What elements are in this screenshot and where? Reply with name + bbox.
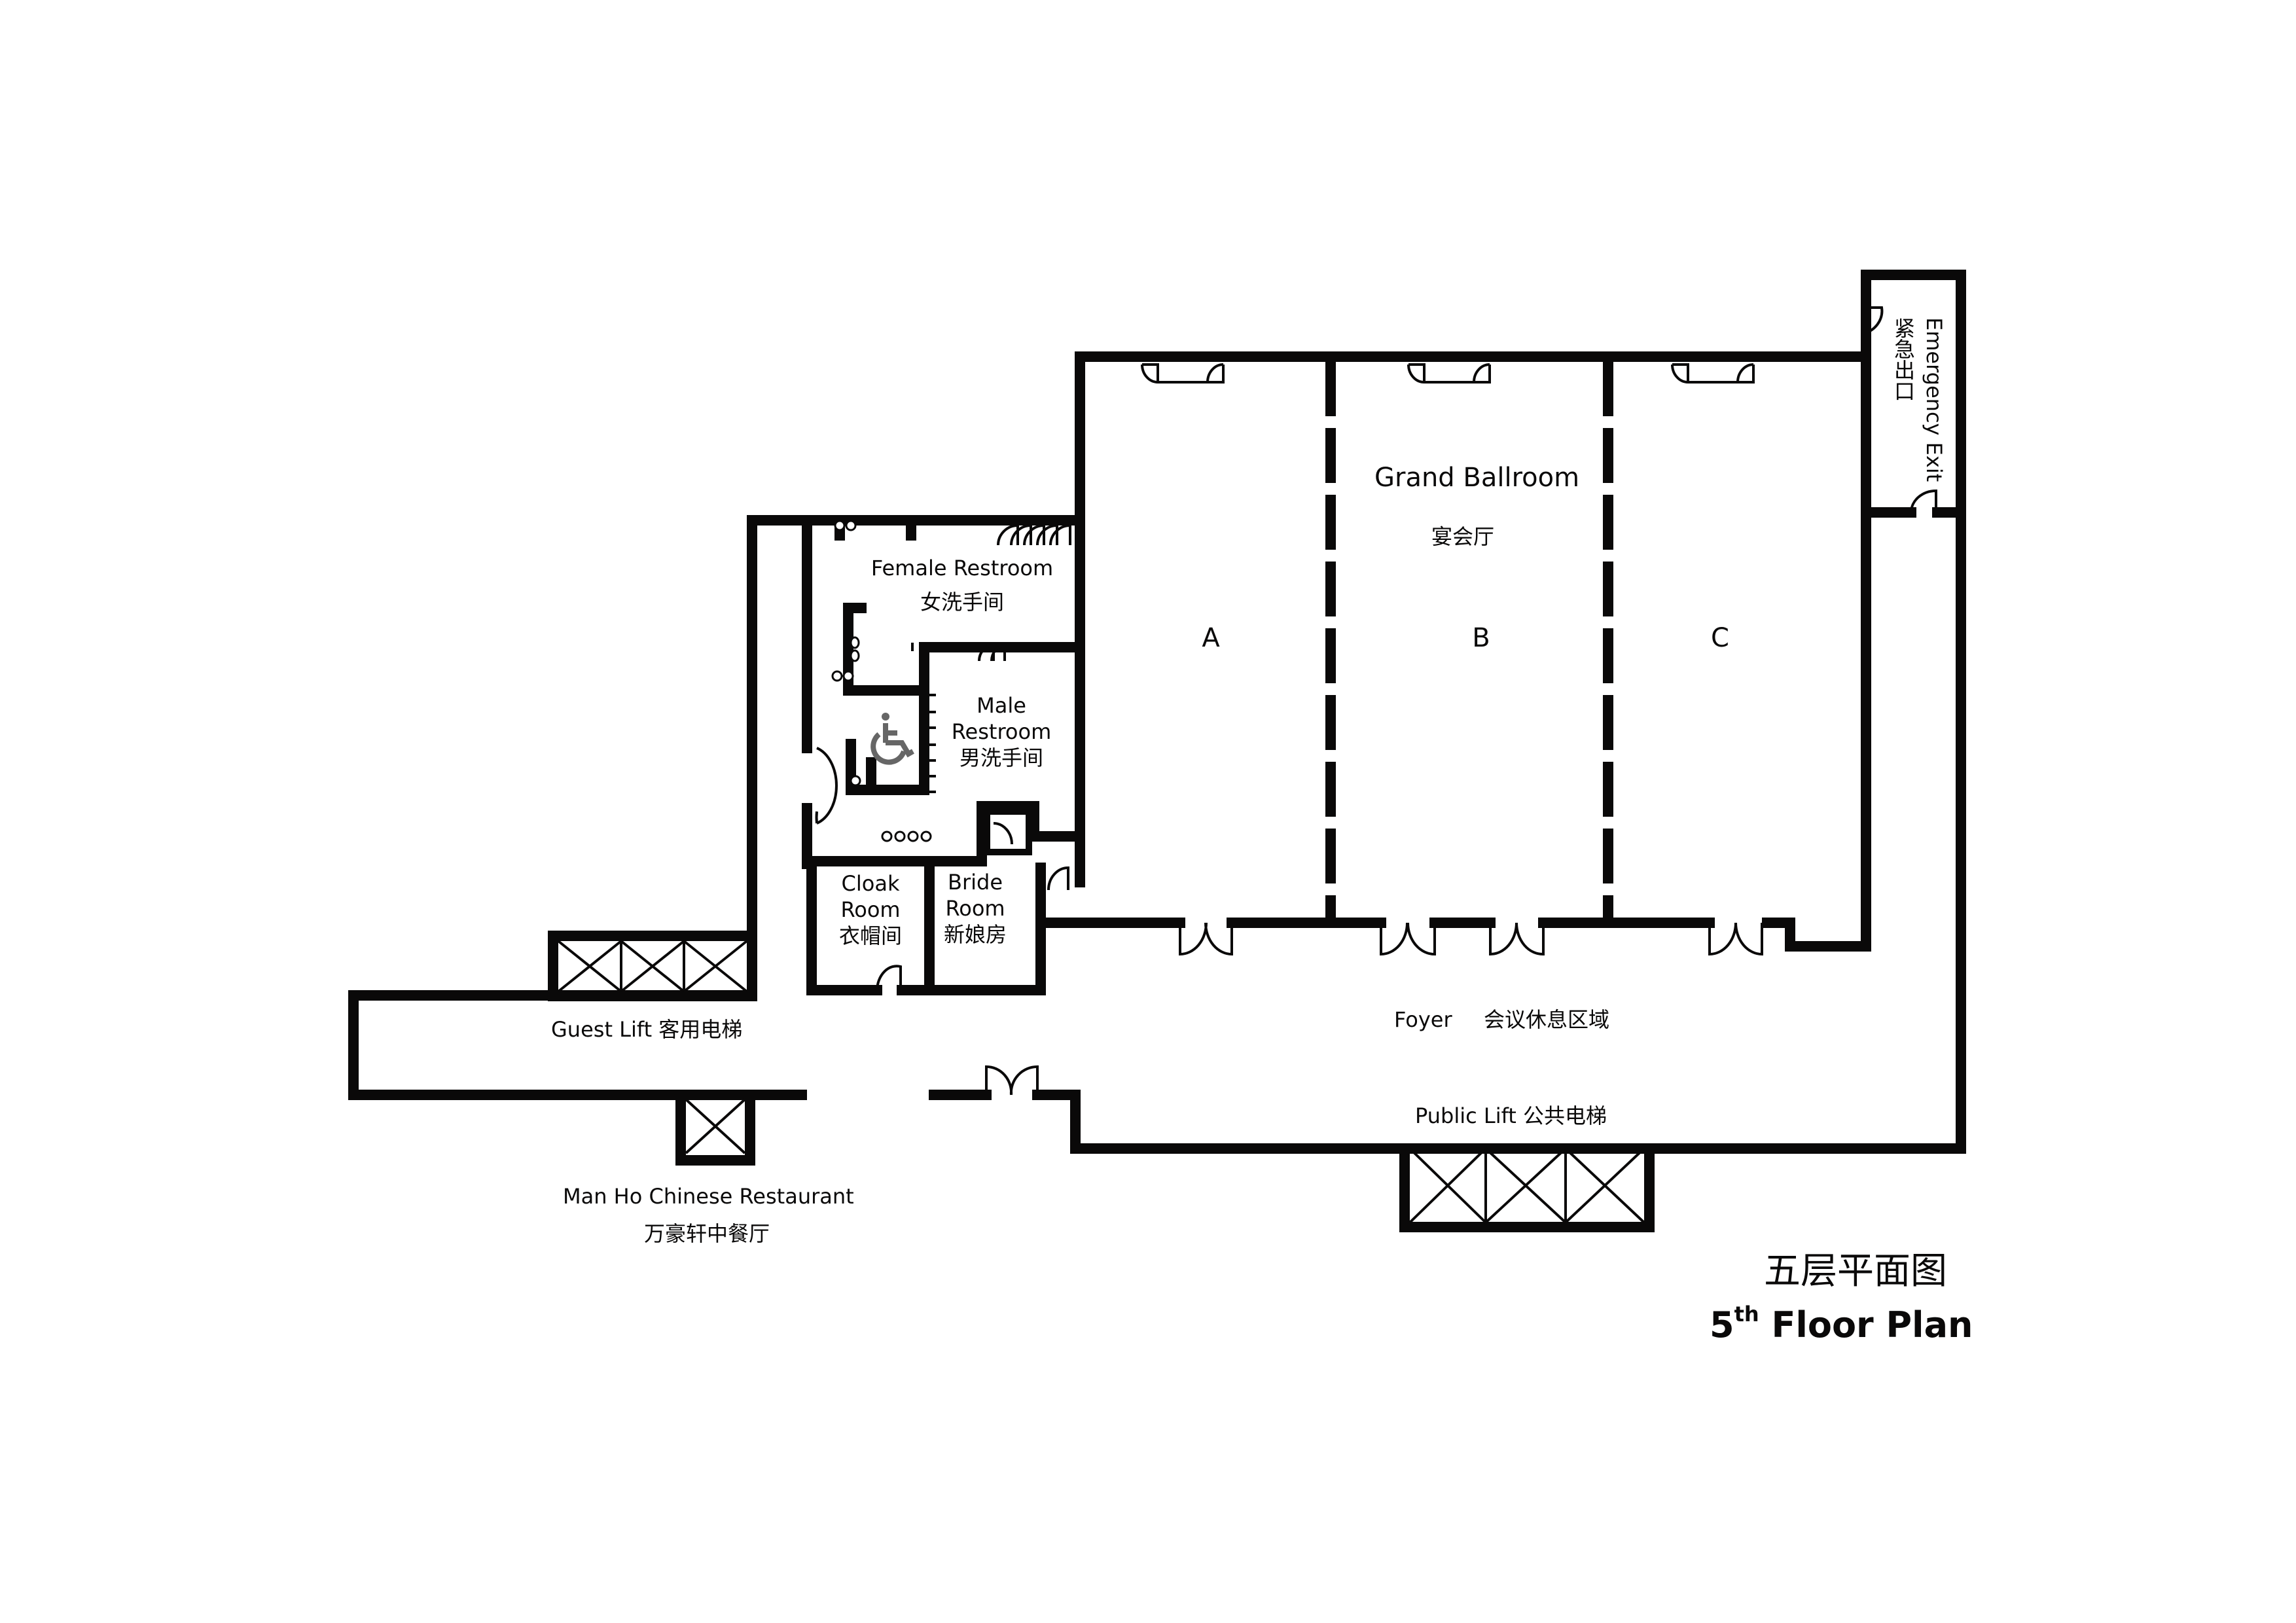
door-swing-icon bbox=[1708, 922, 1763, 956]
cloak-room-label-zh: 衣帽间 bbox=[838, 923, 902, 948]
emergency-exit-label-zh: 紧急出口 bbox=[1891, 317, 1916, 401]
ballroom-foyer-doors bbox=[1179, 922, 1763, 956]
elevator-cross-icon bbox=[557, 940, 622, 993]
guest-lift-label-en: Guest Lift bbox=[551, 1017, 653, 1042]
elevator-cross-icon bbox=[1564, 1147, 1645, 1224]
male-restroom-label-zh: 男洗手间 bbox=[959, 745, 1043, 770]
door-swing-icon bbox=[1868, 306, 1884, 333]
page-title-zh: 五层平面图 bbox=[1764, 1250, 1947, 1293]
male-restroom-label-line2: Restroom bbox=[951, 719, 1052, 744]
door-swing-icon bbox=[1179, 922, 1233, 956]
page-title: 5th Floor Plan bbox=[1710, 1301, 1973, 1347]
elevator-cross-icon bbox=[1408, 1147, 1487, 1224]
page-title-number: 5 bbox=[1710, 1304, 1734, 1346]
page-title-rest: Floor Plan bbox=[1759, 1304, 1973, 1346]
door-swing-icon bbox=[816, 747, 838, 825]
guest-lift-label-zh: 客用电梯 bbox=[658, 1017, 743, 1042]
bride-room-label-line2: Room bbox=[945, 896, 1005, 921]
foyer-label-zh: 会议休息区域 bbox=[1483, 1007, 1609, 1032]
cloak-room-label-line1: Cloak bbox=[841, 871, 900, 896]
section-c-label: C bbox=[1711, 623, 1729, 653]
guest-lift bbox=[557, 940, 748, 993]
male-restroom-label-line1: Male bbox=[977, 693, 1026, 718]
female-restroom-label: Female Restroom bbox=[870, 556, 1054, 580]
restroom-fixtures bbox=[815, 520, 1071, 991]
ballroom-partitions bbox=[1325, 361, 1613, 918]
foyer-label: Foyer 会议休息区域 bbox=[1394, 1007, 1609, 1033]
bride-room-label: Bride Room 新娘房 bbox=[929, 869, 1021, 948]
elevator-cross-icon bbox=[1484, 1147, 1567, 1224]
guest-corridor-walls bbox=[348, 931, 807, 1166]
door-swing-icon bbox=[1910, 489, 1937, 513]
restaurant-label-zh: 万豪轩中餐厅 bbox=[643, 1221, 770, 1246]
bride-room-label-line1: Bride bbox=[948, 870, 1003, 895]
public-lift-label: Public Lift 公共电梯 bbox=[1415, 1103, 1607, 1129]
wheelchair-icon bbox=[870, 713, 914, 765]
section-a-label: A bbox=[1202, 623, 1220, 653]
door-swing-icon bbox=[1009, 1065, 1039, 1096]
door-swing-icon bbox=[876, 965, 902, 991]
restroom-block-walls bbox=[747, 515, 1085, 995]
grand-ballroom-label-zh: 宴会厅 bbox=[1431, 524, 1494, 549]
door-swing-icon bbox=[1380, 922, 1436, 956]
restaurant-label: Man Ho Chinese Restaurant bbox=[563, 1184, 854, 1209]
foyer-label-en: Foyer bbox=[1394, 1007, 1452, 1032]
restaurant-lift bbox=[685, 1098, 746, 1154]
door-swing-icon bbox=[1047, 866, 1069, 891]
elevator-cross-icon bbox=[620, 940, 685, 993]
emergency-exit-label: Emergency Exit bbox=[1922, 317, 1946, 482]
male-restroom-label: Male Restroom 男洗手间 bbox=[942, 692, 1060, 771]
emergency-exit-walls bbox=[1861, 270, 1966, 1154]
elevator-cross-icon bbox=[685, 1098, 746, 1154]
female-restroom-label-zh: 女洗手间 bbox=[920, 590, 1004, 615]
cloak-room-label-line2: Room bbox=[840, 897, 901, 922]
section-b-label: B bbox=[1472, 623, 1490, 653]
grand-ballroom-label: Grand Ballroom bbox=[1374, 463, 1580, 493]
ballroom-top-fixtures bbox=[1141, 363, 1755, 384]
public-lift-label-zh: 公共电梯 bbox=[1523, 1103, 1607, 1128]
bride-room-label-zh: 新娘房 bbox=[943, 922, 1007, 947]
door-swing-icon bbox=[993, 822, 1013, 845]
elevator-cross-icon bbox=[683, 940, 748, 993]
foyer-walls bbox=[929, 1065, 1966, 1232]
door-swing-icon bbox=[1489, 922, 1545, 956]
guest-lift-label: Guest Lift 客用电梯 bbox=[551, 1016, 742, 1043]
page-title-suffix: th bbox=[1734, 1302, 1759, 1327]
grand-ballroom-walls bbox=[1041, 351, 1871, 952]
public-lift-label-en: Public Lift bbox=[1415, 1103, 1516, 1128]
cloak-room-label: Cloak Room 衣帽间 bbox=[821, 870, 920, 949]
public-lift bbox=[1408, 1147, 1645, 1224]
